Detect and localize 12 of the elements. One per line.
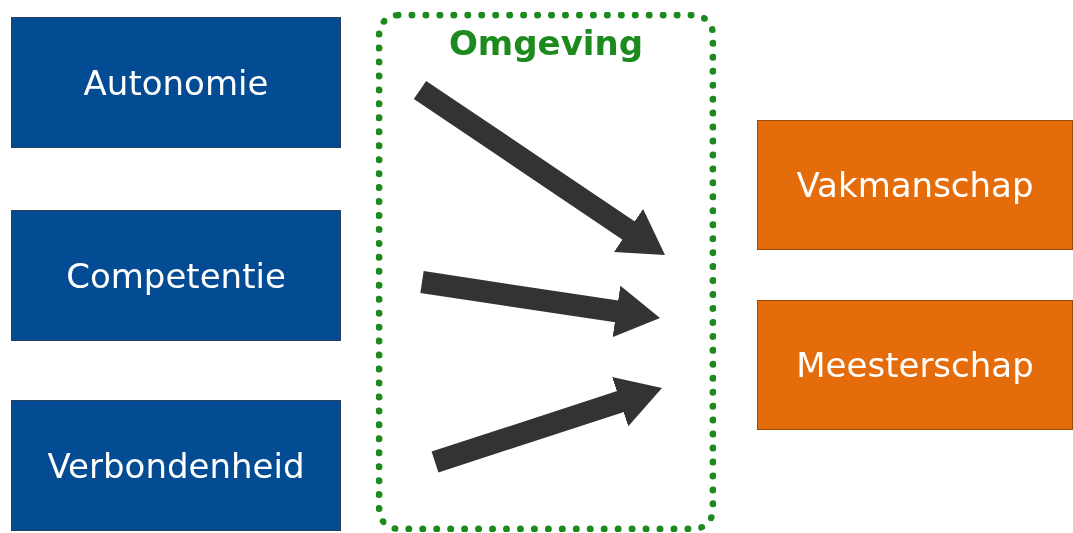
outcome-box [757, 300, 1073, 430]
outcome-box [757, 120, 1073, 250]
process-box [11, 210, 341, 341]
box-label: Competentie [66, 255, 286, 296]
box-label: Meesterschap [796, 345, 1034, 385]
group-heading: Omgeving [448, 23, 644, 63]
process-box [11, 400, 341, 531]
dotted-group-box [376, 12, 716, 532]
process-box [11, 17, 341, 148]
box-label: Vakmanschap [796, 165, 1034, 205]
box-label: Verbondenheid [47, 445, 305, 486]
box-label: Autonomie [83, 62, 269, 103]
